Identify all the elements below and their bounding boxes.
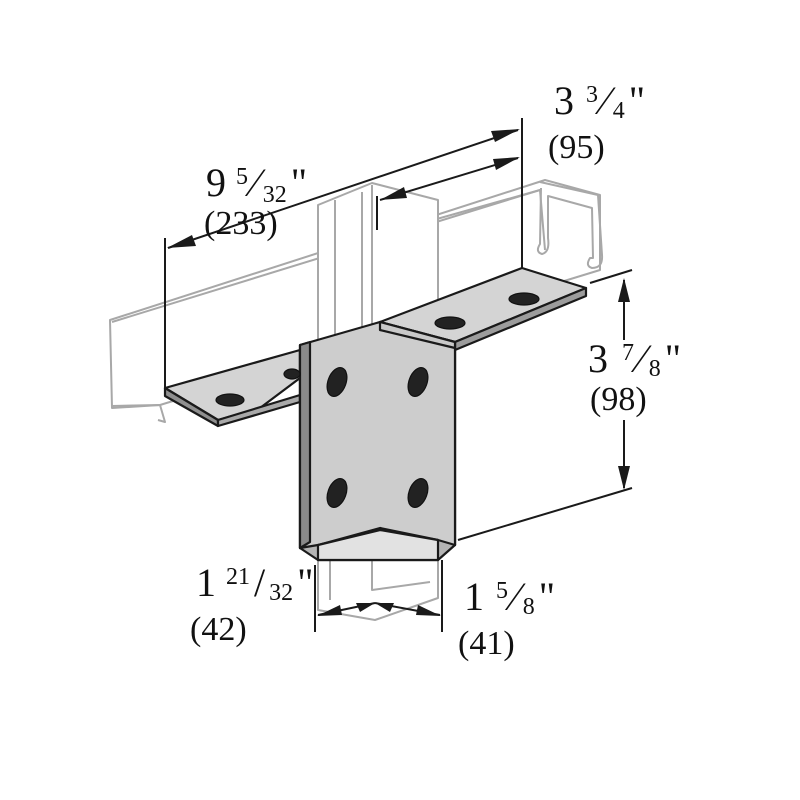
leg-left-edge [298, 340, 312, 550]
leg-hole-top-left [326, 366, 348, 398]
height-extension-top [589, 269, 633, 284]
length-arrow-left [167, 235, 196, 248]
leg-hole-bottom-left [326, 477, 348, 509]
channel-end-profile [536, 181, 604, 269]
leg-hole-bottom-right [407, 477, 429, 509]
width-arrow-right [493, 157, 520, 170]
bracket [163, 266, 588, 562]
base-width-label-metric: (41) [458, 625, 515, 662]
flange-hole-left-2 [283, 368, 301, 380]
length-label-metric: (233) [204, 205, 278, 242]
width-arrow-left [380, 187, 407, 200]
length-dimension-line [167, 129, 519, 249]
width-label-imperial: 3 3 ⁄ 4 " [554, 78, 645, 124]
vertical-channel [317, 182, 439, 346]
length-arrow-right [491, 129, 520, 142]
width-label-metric: (95) [548, 129, 605, 166]
flange-hole-right-1 [434, 316, 466, 330]
dimension-labels: 9 5 ⁄ 32 " (233) 3 3 ⁄ 4 " (95) 3 7 ⁄ 8 … [190, 78, 681, 662]
base-depth-arrow [317, 605, 342, 616]
base-center-arrow-left [356, 603, 375, 612]
base-depth-label-metric: (42) [190, 611, 247, 648]
height-arrow-bottom [618, 466, 630, 490]
flange-hole-left-1 [215, 393, 245, 407]
height-label-imperial: 3 7 ⁄ 8 " [588, 336, 681, 382]
leg-hole-top-right [407, 366, 429, 398]
height-extension-bottom [457, 487, 633, 541]
leg-front-face-main [298, 320, 457, 550]
base-depth-label-imperial: 1 21 / 32 " [196, 560, 313, 606]
height-arrow-top [618, 278, 630, 302]
lower-post-inner [329, 560, 431, 600]
base-center-arrow-right [375, 603, 394, 612]
vertical-channel-face-line [334, 185, 373, 345]
length-label-imperial: 9 5 ⁄ 32 " [206, 160, 307, 208]
base-width-arrow [416, 605, 441, 616]
dimension-lines [164, 118, 633, 632]
horizontal-channel-lip [111, 404, 166, 423]
leg-bottom-lip [316, 528, 440, 562]
flange-hole-right-2 [508, 292, 540, 306]
base-width-label-imperial: 1 5 ⁄ 8 " [464, 574, 555, 620]
height-label-metric: (98) [590, 381, 647, 418]
